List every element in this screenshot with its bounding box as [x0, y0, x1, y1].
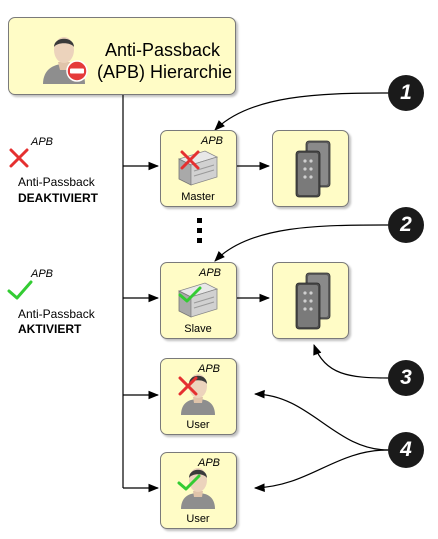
- slave-label: Slave: [184, 323, 212, 335]
- legend-apb-label-activated: APB: [31, 268, 54, 280]
- master-label: Master: [181, 191, 215, 203]
- title-box: Anti-Passback (APB) Hierarchie: [8, 17, 236, 95]
- master-apb-badge: APB: [201, 135, 224, 147]
- callout-4-curve-a: [253, 389, 389, 451]
- diagram-title-line-1: Anti-Passback: [105, 40, 221, 60]
- user-2-apb-badge: APB: [198, 457, 221, 469]
- legend-apb-label-deactivated: APB: [31, 136, 54, 148]
- ellipsis-dot: [197, 218, 202, 223]
- callout-2-number: 2: [400, 213, 412, 236]
- user-1-label: User: [186, 419, 210, 431]
- card-reader-icon: [295, 272, 331, 330]
- legend-deactivated-line-1: Anti-Passback: [18, 175, 95, 189]
- callout-1-curve: [214, 92, 389, 131]
- callout-1-number: 1: [400, 81, 412, 104]
- slave-node[interactable]: APB Slave: [160, 262, 237, 339]
- slave-apb-badge: APB: [199, 267, 222, 279]
- apb-activated-check-icon: [178, 286, 202, 303]
- apb-deactivated-cross-icon: [178, 376, 198, 396]
- legend-activated-line-2: AKTIVIERT: [18, 322, 82, 336]
- legend-activated-line-1: Anti-Passback: [18, 307, 95, 321]
- callout-4-number: 4: [400, 438, 412, 461]
- user-2-node[interactable]: APB User: [160, 452, 237, 529]
- callout-2-curve: [214, 224, 389, 262]
- legend-deactivated-line-2: DEAKTIVIERT: [18, 191, 99, 205]
- callout-3-curve: [313, 343, 389, 379]
- user-icon: [181, 468, 215, 509]
- slave-readers-node[interactable]: [272, 262, 349, 339]
- apb-activated-check-icon: [177, 474, 201, 491]
- user-2-label: User: [186, 513, 210, 525]
- ellipsis-dot: [197, 238, 202, 243]
- diagram-title-line-2: (APB) Hierarchie: [97, 62, 233, 82]
- callout-3-number: 3: [400, 366, 412, 389]
- master-node[interactable]: APB Master: [160, 130, 237, 207]
- apb-deactivated-cross-icon: [180, 150, 200, 170]
- user-1-node[interactable]: APB User: [160, 358, 237, 435]
- ellipsis-dot: [197, 228, 202, 233]
- master-readers-node[interactable]: [272, 130, 349, 207]
- user-1-apb-badge: APB: [198, 363, 221, 375]
- user-no-entry-icon: [43, 37, 88, 84]
- card-reader-icon: [295, 140, 331, 198]
- callout-4-curve-b: [253, 449, 389, 492]
